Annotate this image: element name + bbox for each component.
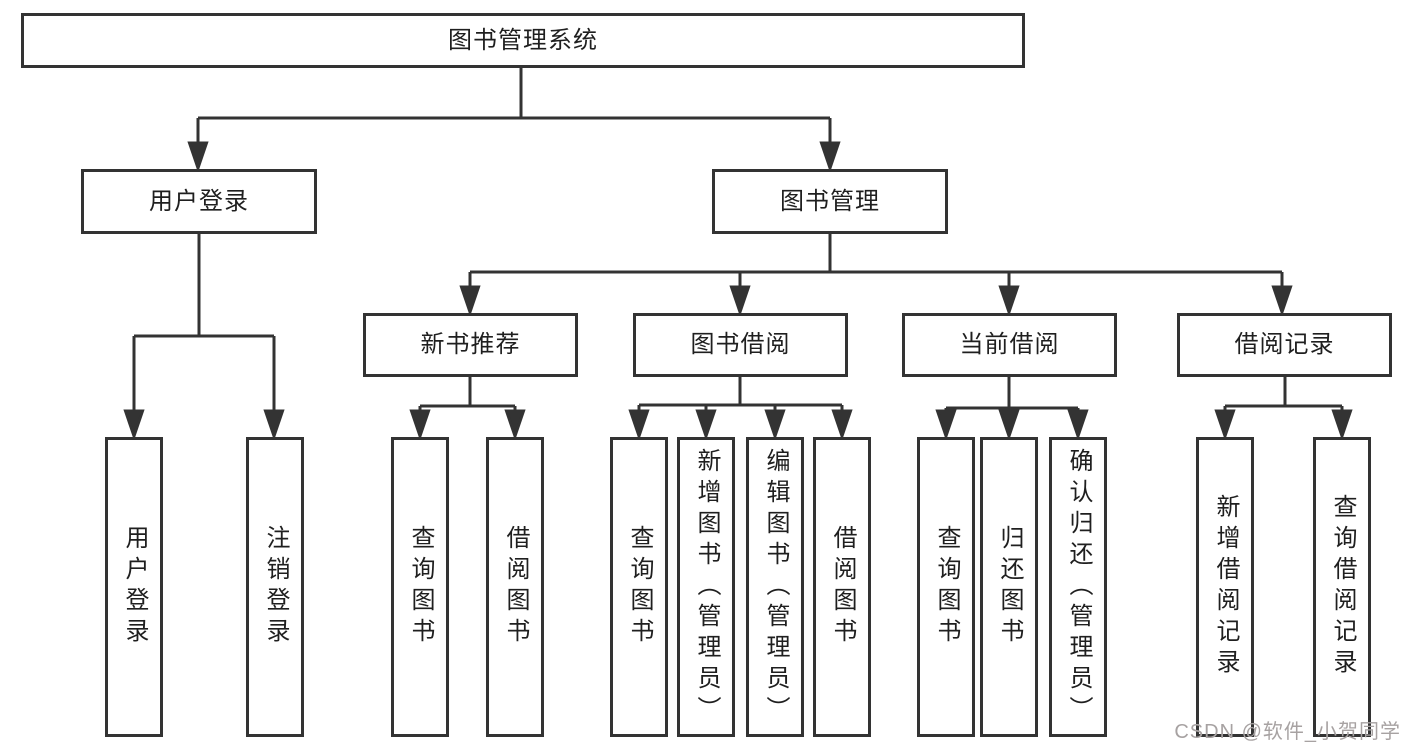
- connector-borrowing-records-children: [1214, 377, 1353, 441]
- leaf-search-borrow-record: 查询借阅记录: [1313, 437, 1371, 737]
- node-new-book-recommend: 新书推荐: [363, 313, 578, 377]
- leaf-add-borrow-record: 新增借阅记录: [1196, 437, 1254, 737]
- csdn-watermark: CSDN @软件_小贺同学: [1174, 721, 1401, 743]
- leaf-borrow-books-borrowing: 借阅图书: [813, 437, 871, 737]
- node-book-borrowing: 图书借阅: [633, 313, 848, 377]
- leaf-add-book-admin: 新增图书（管理员）: [677, 437, 735, 737]
- connector-book-management-children: [459, 234, 1293, 317]
- leaf-confirm-return-admin: 确认归还（管理员）: [1049, 437, 1107, 737]
- leaf-borrow-books-recommend: 借阅图书: [486, 437, 544, 737]
- node-book-management: 图书管理: [712, 169, 948, 234]
- connector-book-borrowing-children: [628, 377, 853, 441]
- node-user-login: 用户登录: [81, 169, 317, 234]
- leaf-edit-book-admin: 编辑图书（管理员）: [746, 437, 804, 737]
- node-current-borrowing: 当前借阅: [902, 313, 1117, 377]
- leaf-search-books-recommend: 查询图书: [391, 437, 449, 737]
- connector-root-to-level2: [187, 68, 841, 173]
- leaf-search-books-current: 查询图书: [917, 437, 975, 737]
- connector-current-borrowing-children: [935, 377, 1089, 441]
- node-library-management-system: 图书管理系统: [21, 13, 1025, 68]
- leaf-search-books-borrowing: 查询图书: [610, 437, 668, 737]
- node-borrowing-records: 借阅记录: [1177, 313, 1392, 377]
- leaf-logout: 注销登录: [246, 437, 304, 737]
- leaf-user-login: 用户登录: [105, 437, 163, 737]
- connector-user-login-children: [123, 234, 285, 441]
- leaf-return-book: 归还图书: [980, 437, 1038, 737]
- connector-new-book-recommend-children: [409, 377, 526, 441]
